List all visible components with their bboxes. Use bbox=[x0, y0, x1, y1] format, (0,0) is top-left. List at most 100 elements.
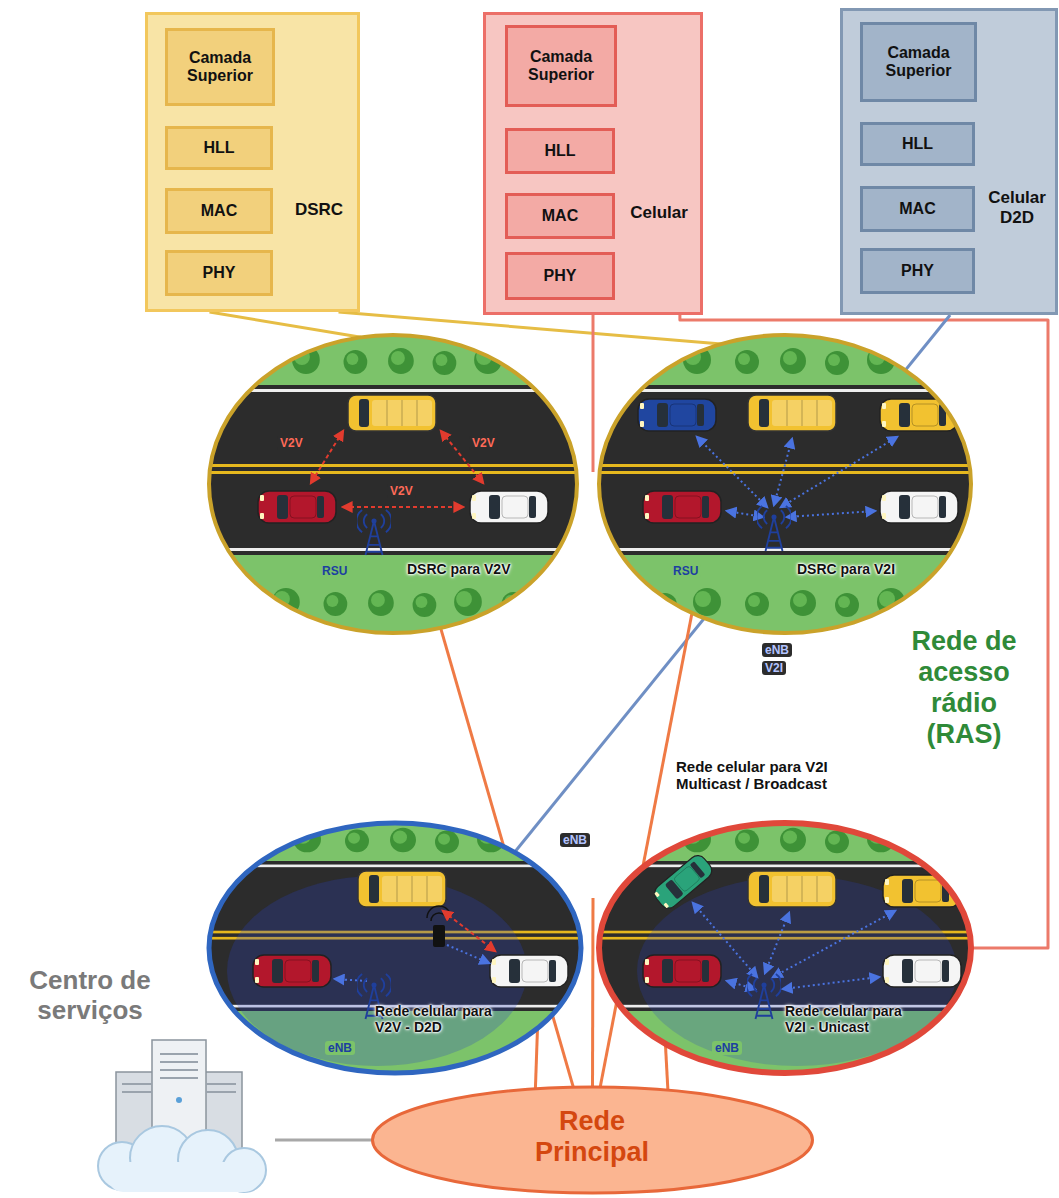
illustration-use bbox=[748, 395, 836, 431]
illustration-rect bbox=[651, 470, 654, 620]
layer-box: MAC bbox=[505, 193, 615, 239]
illustration-ellipse bbox=[599, 823, 971, 1073]
node-text: Rede celular para V2V - D2D bbox=[375, 1003, 500, 1035]
illustration-rect bbox=[207, 333, 579, 635]
illustration-line bbox=[206, 1083, 236, 1085]
node-text: Rede de acesso rádio (RAS) bbox=[894, 626, 1034, 750]
illustration-use bbox=[602, 346, 974, 375]
illustration-rect bbox=[522, 470, 525, 620]
node-text: HLL bbox=[544, 142, 575, 160]
illustration-line bbox=[513, 742, 535, 788]
layer-box: PHY bbox=[860, 248, 975, 294]
illustration-g bbox=[311, 431, 483, 507]
signal-label: RSU bbox=[319, 564, 350, 578]
illustration-use bbox=[638, 399, 716, 431]
illustration-use bbox=[651, 852, 715, 912]
illustration-line bbox=[713, 646, 743, 670]
cellular-unicast-ellipse: Rede celular para V2I - Unicast bbox=[597, 821, 973, 1075]
illustration-g bbox=[98, 1126, 266, 1192]
illustration-use bbox=[612, 588, 984, 617]
connector-line bbox=[210, 312, 362, 337]
illustration-g bbox=[597, 821, 974, 1075]
signal-label: eNB bbox=[325, 1041, 355, 1055]
node-text: DSRC para V2V bbox=[407, 561, 525, 577]
illustration-rect bbox=[658, 753, 873, 756]
illustration-line bbox=[160, 1053, 198, 1055]
text-anchor: Centro de serviços bbox=[5, 966, 175, 1026]
illustration-use bbox=[470, 491, 548, 523]
signal-label: eNB bbox=[560, 833, 590, 847]
node-text: Rede celular para V2I Multicast / Broadc… bbox=[676, 758, 838, 793]
label-anchor: eNB bbox=[325, 1038, 355, 1056]
connector-line bbox=[535, 1028, 537, 1089]
illustration-use bbox=[212, 826, 584, 853]
node-text: HLL bbox=[902, 135, 933, 153]
illustration-ellipse bbox=[373, 1087, 813, 1193]
node-text: Rede Principal bbox=[512, 1106, 672, 1168]
label-anchor: V2V bbox=[387, 481, 416, 499]
illustration-line bbox=[160, 1061, 198, 1063]
label-anchor: eNB bbox=[712, 1038, 742, 1056]
illustration-use bbox=[643, 491, 721, 523]
text-anchor: Rede celular para V2V - D2D bbox=[375, 1003, 500, 1035]
illustration-use bbox=[880, 491, 958, 523]
text-anchor: DSRC para V2I bbox=[797, 561, 915, 577]
node-text: Centro de serviços bbox=[5, 966, 175, 1026]
label-anchor: V2V bbox=[469, 433, 498, 451]
layer-box: PHY bbox=[505, 252, 615, 300]
cellular-stack-panel: CelularCamada SuperiorHLLMACPHY bbox=[483, 12, 703, 315]
illustration-use bbox=[358, 871, 446, 907]
node-text: Camada Superior bbox=[869, 44, 968, 81]
node-text: DSRC bbox=[282, 200, 356, 220]
connector-line bbox=[592, 315, 595, 472]
layer-box: Camada Superior bbox=[860, 22, 977, 102]
illustration-use bbox=[336, 640, 414, 672]
layer-box: Camada Superior bbox=[165, 28, 275, 106]
illustration-rect bbox=[145, 325, 1059, 1085]
signal-label: V2V bbox=[277, 436, 306, 450]
illustration-rect bbox=[313, 620, 873, 760]
illustration-use bbox=[796, 710, 874, 742]
illustration-line bbox=[206, 1091, 236, 1093]
node-text: MAC bbox=[899, 200, 935, 218]
node-text: PHY bbox=[203, 264, 236, 282]
illustration-circle bbox=[721, 578, 745, 602]
dsrc-v2i-scene bbox=[597, 333, 973, 635]
illustration-line bbox=[343, 506, 463, 508]
illustration-rect bbox=[207, 821, 583, 1075]
illustration-use bbox=[746, 974, 781, 1019]
illustration-line bbox=[787, 511, 875, 517]
node-text: PHY bbox=[544, 267, 577, 285]
illustration-use bbox=[517, 781, 552, 826]
signal-label: V2V bbox=[387, 484, 416, 498]
label-anchor: RSU bbox=[670, 561, 701, 579]
illustration-rect bbox=[590, 470, 593, 620]
text-anchor: Rede celular para V2I - Unicast bbox=[785, 1003, 910, 1035]
illustration-ellipse bbox=[209, 823, 581, 1073]
node-text: Camada Superior bbox=[514, 48, 608, 85]
node-text: MAC bbox=[201, 202, 237, 220]
illustration-line bbox=[160, 1069, 198, 1071]
illustration-use bbox=[258, 491, 336, 523]
illustration-g bbox=[597, 333, 984, 635]
layer-box: HLL bbox=[505, 128, 615, 174]
illustration-circle bbox=[442, 799, 464, 821]
illustration-rect bbox=[518, 470, 658, 900]
illustration-use bbox=[756, 506, 791, 551]
connector-line bbox=[591, 898, 595, 1087]
illustration-use bbox=[748, 871, 836, 907]
illustration-circle bbox=[176, 1097, 182, 1103]
signal-label: RSU bbox=[670, 564, 701, 578]
illustration-use bbox=[490, 955, 568, 987]
label-anchor: V2V bbox=[277, 433, 306, 451]
cellular-d2d-scene bbox=[207, 821, 583, 1075]
text-anchor: Rede Principal bbox=[512, 1106, 672, 1168]
text-anchor: DSRC bbox=[282, 200, 356, 220]
illustration-line bbox=[783, 977, 879, 989]
illustration-line bbox=[765, 913, 789, 973]
node-text: Camada Superior bbox=[174, 49, 266, 86]
illustration-rect bbox=[433, 925, 445, 947]
label-anchor: RSU bbox=[319, 561, 350, 579]
illustration-use bbox=[601, 771, 629, 839]
